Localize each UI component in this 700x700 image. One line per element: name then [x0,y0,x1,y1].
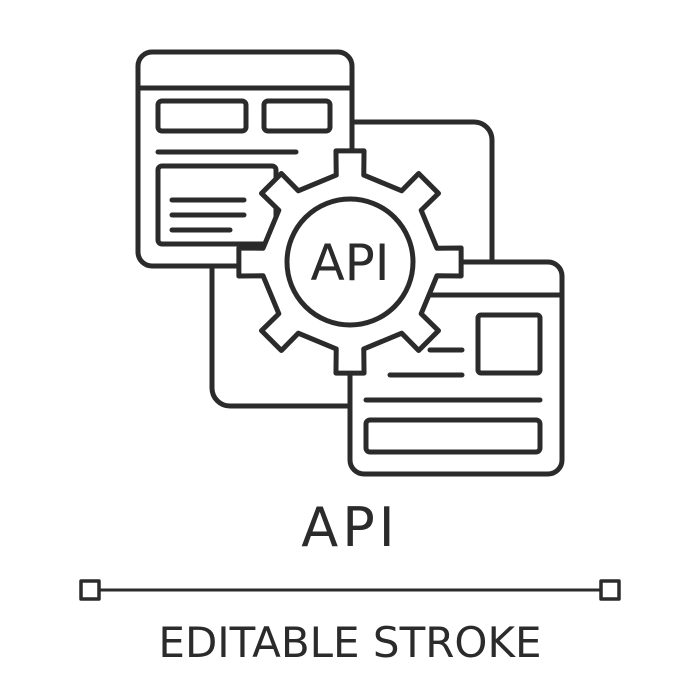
gear-inner-circle [284,196,416,328]
gear-icon: API [236,148,464,376]
window-block-2 [261,98,333,134]
window-bar-field [363,417,543,455]
window-image-placeholder [475,312,543,376]
gear-label: API [310,234,389,292]
stroke-handle-right [599,579,621,601]
footer-label: EDITABLE STROKE [158,618,541,667]
gear-outline [236,148,464,376]
caption-title: API [301,496,398,559]
stroke-handle-left [79,579,101,601]
window-block-1 [155,98,249,134]
stroke-indicator [79,579,621,601]
